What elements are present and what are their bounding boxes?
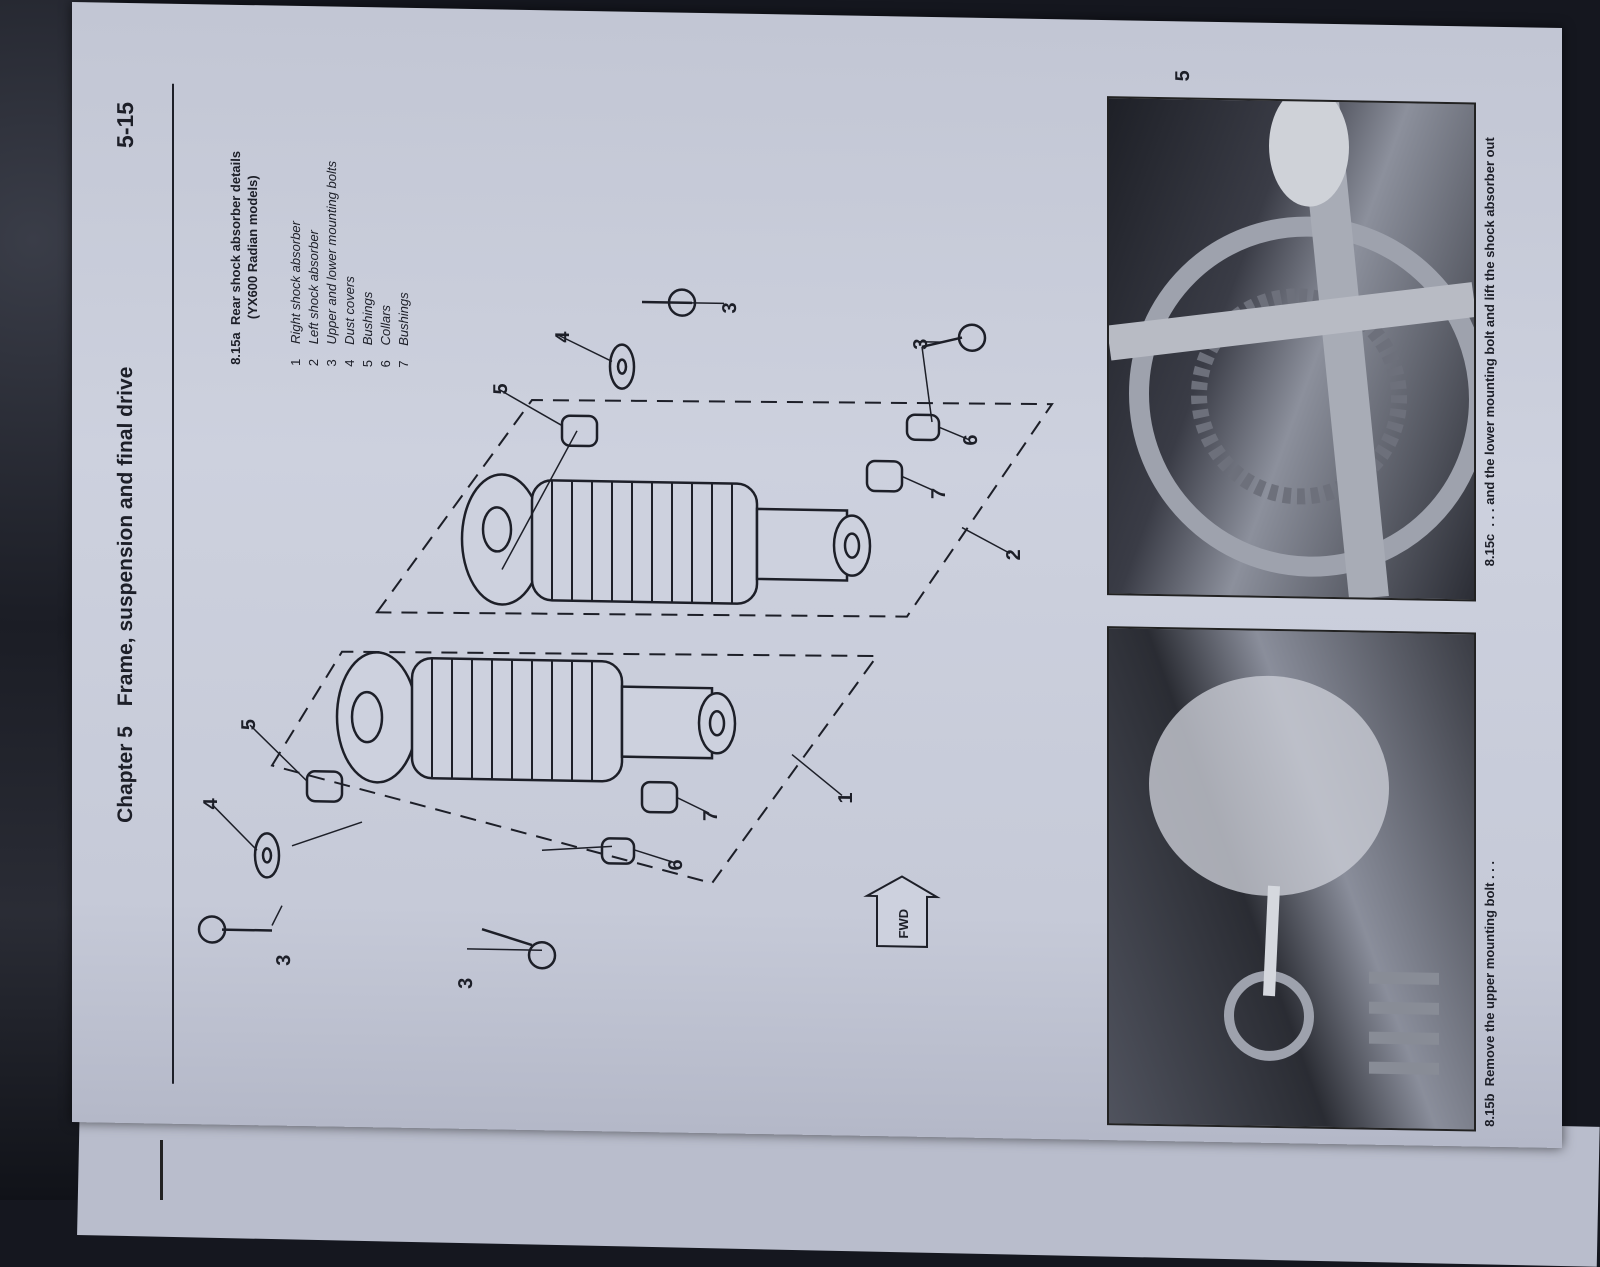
photo-caption-c: 8.15c . . . and the lower mounting bolt … [1482,117,1498,587]
svg-text:3: 3 [273,954,295,966]
svg-text:6: 6 [665,859,687,871]
washer-icon [255,833,279,877]
svg-text:FWD: FWD [896,909,911,939]
svg-text:7: 7 [700,810,722,822]
photo-upper-mounting-bolt [1107,626,1476,1131]
svg-text:3: 3 [455,978,477,990]
collar-icon [907,415,939,441]
svg-text:2: 2 [1003,549,1025,561]
svg-text:4: 4 [552,330,574,342]
collar-icon [602,838,634,864]
bushing-icon [562,416,597,447]
bolt-icon [642,289,695,316]
bolt-icon [199,916,272,943]
svg-text:7: 7 [928,488,950,500]
svg-text:4: 4 [200,797,222,809]
svg-text:3: 3 [719,302,741,314]
svg-text:5: 5 [238,719,260,731]
leader-lines [212,294,1010,958]
washer-icon [610,344,634,388]
left-shock-absorber [462,474,870,611]
right-shock-absorber [337,652,735,789]
facing-page-rule [160,1140,163,1200]
svg-text:1: 1 [835,792,857,804]
svg-text:5: 5 [490,383,512,395]
svg-text:3: 3 [910,339,932,351]
exploded-diagram: 3 3 3 3 4 4 5 5 6 6 7 7 1 2 FWD [72,2,1172,1141]
bushing-icon [867,461,902,492]
chapter-tab: 5 [1172,70,1195,82]
svg-text:6: 6 [960,434,982,446]
photo-caption-b: 8.15b Remove the upper mounting bolt . .… [1482,707,1498,1127]
fwd-arrow-icon: FWD [867,876,937,947]
bushing-icon [642,782,677,813]
manual-page: Chapter 5 Frame, suspension and final dr… [72,2,1562,1148]
photo-lower-mounting-bolt [1107,96,1476,601]
